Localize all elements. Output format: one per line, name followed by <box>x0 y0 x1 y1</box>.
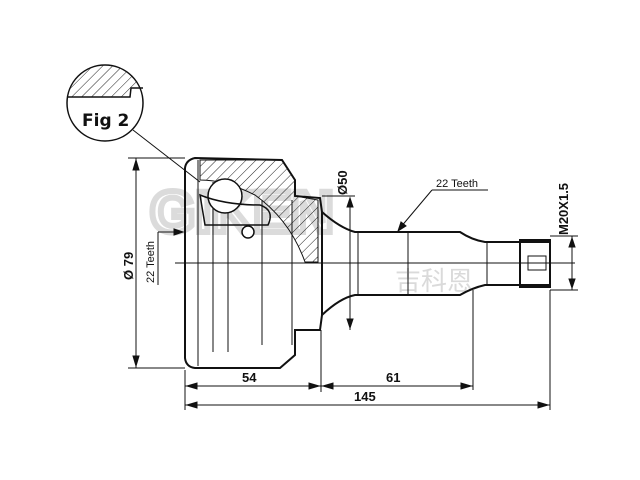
dim-outer-diameter <box>128 157 185 369</box>
dim-shaft-diameter <box>322 195 355 330</box>
length-body-label: 54 <box>242 370 257 385</box>
dim-lengths <box>184 290 551 410</box>
length-shaft-label: 61 <box>386 370 400 385</box>
inner-spline-label: 22 Teeth <box>145 241 157 283</box>
length-total-label: 145 <box>354 389 376 404</box>
shaft-spline-label: 22 Teeth <box>436 178 478 190</box>
watermark-subtext: 吉科恩 <box>395 267 473 297</box>
fig2-detail-callout: Fig 2 <box>66 64 201 183</box>
fig2-label: Fig 2 <box>82 111 129 131</box>
dim-inner-spline <box>157 228 185 285</box>
stub-shaft <box>321 211 551 316</box>
dim-thread <box>550 235 578 291</box>
thread-label: M20X1.5 <box>556 183 571 235</box>
shaft-diameter-label: Ø50 <box>335 170 350 195</box>
dim-shaft-spline <box>397 189 488 233</box>
outer-diameter-label: Ø 79 <box>121 252 136 280</box>
ball-and-cage <box>199 178 271 239</box>
